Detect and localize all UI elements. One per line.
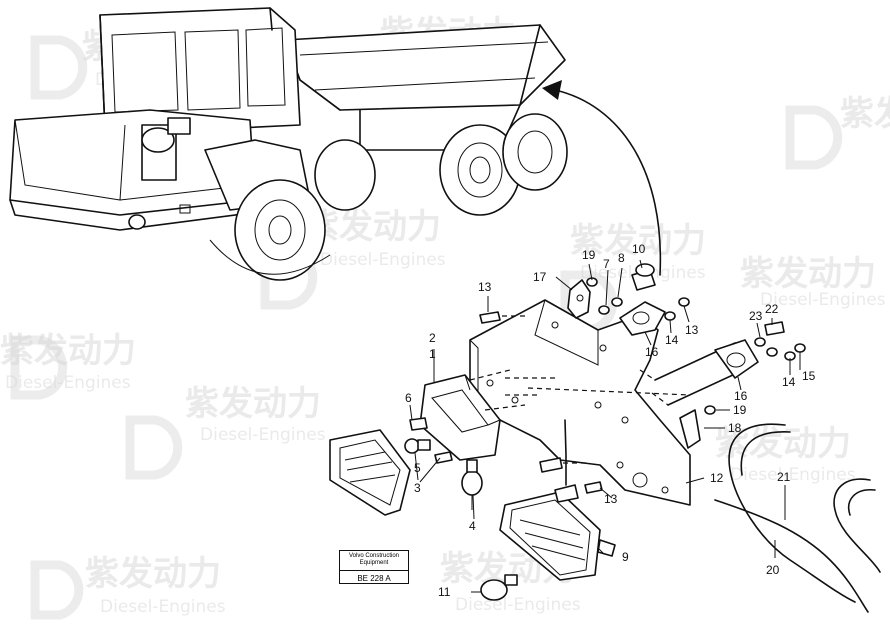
arrowhead-icon: [542, 80, 562, 100]
watermark-brand: 紫发动力: [0, 331, 136, 371]
callout-2: 2: [429, 331, 436, 345]
reference-box: Volvo Construction Equipment BE 228 A: [339, 550, 409, 584]
callout-labels: 1 2 3 4 5 6 7 8 9 10 11 12 13 13 13 14 1…: [405, 242, 816, 599]
bulb-4: [461, 459, 483, 510]
watermark-brand: 紫发动力: [305, 207, 441, 247]
callout-12: 12: [710, 471, 724, 485]
watermark-subtitle: Diesel-Engines: [200, 425, 326, 445]
watermark-subtitle: Diesel-Engines: [760, 290, 886, 310]
leader-lines: [409, 259, 801, 593]
washers-7-8: [586, 277, 623, 315]
watermark-brand: 紫发动力: [740, 254, 876, 294]
watermark-brand: 紫发动力: [85, 554, 221, 594]
callout-17: 17: [533, 270, 547, 284]
callout-18: 18: [728, 421, 742, 435]
watermark-brand: 紫发动力: [715, 424, 851, 464]
callout-6: 6: [405, 391, 412, 405]
watermark-logo: [10, 335, 68, 400]
flange-16a: [619, 301, 666, 336]
bulb-3: [404, 438, 431, 454]
watermark-subtitle: Diesel-Engines: [455, 595, 581, 615]
reference-brand-line2: Equipment: [359, 560, 389, 566]
callout-11: 11: [438, 585, 451, 599]
reference-code: BE 228 A: [357, 574, 391, 583]
callout-1: 1: [429, 347, 436, 361]
watermark-brand: 紫发动力: [570, 221, 706, 261]
screw-5: [434, 451, 453, 464]
watermark-subtitle: Diesel-Engines: [5, 373, 131, 393]
callout-14-a: 14: [665, 333, 679, 347]
clip-18: [679, 405, 716, 449]
bracket-17: [567, 279, 591, 319]
callout-3: 3: [414, 481, 421, 495]
callout-22: 22: [765, 302, 779, 316]
callout-16-b: 16: [734, 389, 748, 403]
rubber-mount-10: [631, 263, 656, 291]
watermark-brand: 紫发动力: [840, 94, 890, 134]
callout-13-top: 13: [478, 280, 492, 294]
tail-lamp-lens: [329, 429, 411, 516]
watermark-subtitle: Diesel-Engines: [730, 465, 856, 485]
callout-4: 4: [469, 519, 476, 533]
callout-20: 20: [766, 563, 780, 577]
callout-13-bottom: 13: [604, 492, 618, 506]
callout-21: 21: [777, 470, 791, 484]
callout-13-right: 13: [685, 323, 699, 337]
watermark-subtitle: Diesel-Engines: [320, 250, 446, 270]
callout-16-a: 16: [645, 345, 659, 359]
cables: [714, 423, 881, 613]
reference-brand-line1: Volvo Construction: [348, 553, 400, 559]
callout-23: 23: [749, 309, 763, 323]
watermark-logo: [125, 415, 183, 480]
callout-10: 10: [632, 242, 646, 256]
callout-9: 9: [622, 550, 629, 564]
callout-5: 5: [414, 461, 421, 475]
watermark-logo: [785, 105, 843, 170]
callout-19-mid: 19: [733, 403, 747, 417]
bulb-11: [480, 574, 518, 601]
callout-15: 15: [802, 369, 816, 383]
callout-7: 7: [603, 257, 610, 271]
watermark-logo: [30, 35, 88, 100]
reference-brand: Volvo Construction Equipment: [340, 551, 408, 571]
callout-14-b: 14: [782, 375, 796, 389]
flange-16b: [714, 339, 759, 379]
callout-19-top: 19: [582, 248, 596, 262]
screw-6: [409, 417, 428, 431]
mounting-plate: [469, 299, 691, 506]
location-arrow: [542, 80, 662, 276]
watermark-logo: [30, 560, 84, 620]
callout-8: 8: [618, 251, 625, 265]
watermark-brand: 紫发动力: [185, 384, 321, 424]
watermark-subtitle: Diesel-Engines: [100, 597, 226, 617]
dump-truck-illustration: [9, 7, 568, 281]
bolts-22-23: [754, 321, 806, 361]
